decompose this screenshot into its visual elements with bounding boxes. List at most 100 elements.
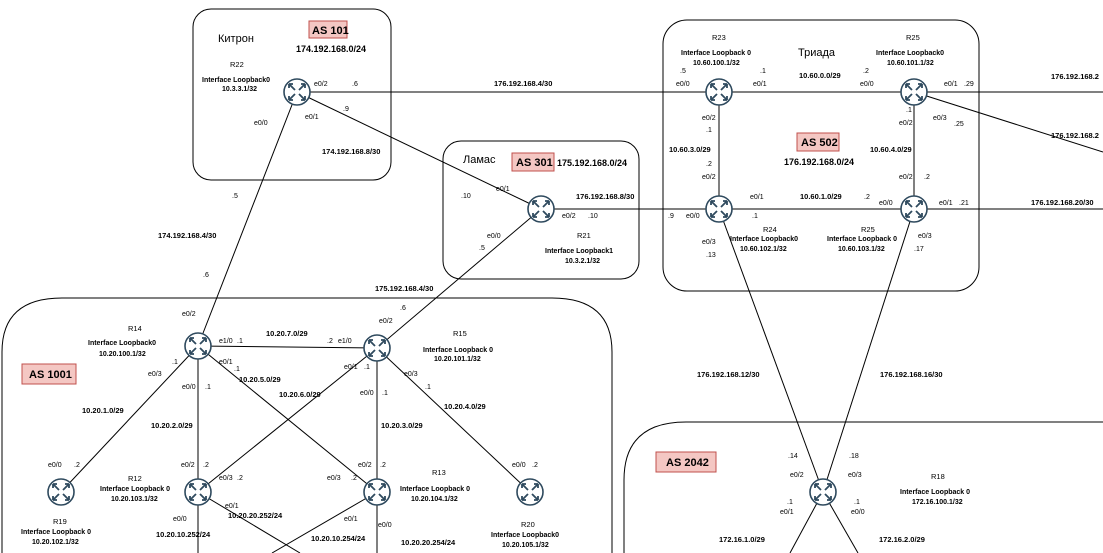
svg-text:e0/2: e0/2: [702, 115, 716, 122]
svg-text:10.20.100.1/32: 10.20.100.1/32: [99, 351, 146, 358]
svg-text:e0/1: e0/1: [305, 114, 319, 121]
svg-text:.2: .2: [237, 475, 243, 482]
router-r18-label: R18 Interface Loopback 0 172.16.100.1/32: [900, 472, 970, 506]
router-r12-icon: [184, 478, 212, 506]
svg-text:10.20.101.1/32: 10.20.101.1/32: [434, 356, 481, 363]
svg-text:e0/0: e0/0: [487, 233, 501, 240]
router-r15-label: R15 Interface Loopback 0 10.20.101.1/32: [423, 329, 493, 363]
svg-text:e0/2: e0/2: [182, 311, 196, 318]
svg-text:e0/3: e0/3: [702, 239, 716, 246]
lamas-label: Ламас: [463, 154, 496, 166]
svg-text:10.60.1.0/29: 10.60.1.0/29: [800, 192, 842, 201]
svg-text:e0/1: e0/1: [344, 364, 358, 371]
svg-text:10.20.20.254/24: 10.20.20.254/24: [401, 538, 456, 547]
svg-text:.2: .2: [74, 462, 80, 469]
svg-text:Interface Loopback 0: Interface Loopback 0: [100, 486, 170, 493]
svg-text:e0/2: e0/2: [379, 318, 393, 325]
svg-text:10.60.3.0/29: 10.60.3.0/29: [669, 145, 711, 154]
triada-label: Триада: [798, 47, 836, 59]
svg-text:10.20.10.254/24: 10.20.10.254/24: [311, 534, 366, 543]
svg-text:10.3.2.1/32: 10.3.2.1/32: [565, 258, 600, 265]
router-r14-label: R14 Interface Loopback0 10.20.100.1/32: [88, 324, 156, 358]
svg-text:e0/0: e0/0: [512, 462, 526, 469]
svg-text:e0/1: e0/1: [496, 186, 510, 193]
router-r13-icon: [363, 478, 391, 506]
svg-text:Interface Loopback 0: Interface Loopback 0: [21, 529, 91, 536]
svg-text:10.60.100.1/32: 10.60.100.1/32: [693, 60, 740, 67]
svg-text:176.192.168.2: 176.192.168.2: [1051, 72, 1099, 81]
svg-text:10.3.3.1/32: 10.3.3.1/32: [222, 86, 257, 93]
svg-text:.9: .9: [668, 213, 674, 220]
svg-text:R20: R20: [521, 520, 535, 529]
svg-text:R21: R21: [577, 231, 591, 240]
svg-text:.5: .5: [479, 245, 485, 252]
svg-text:10.60.103.1/32: 10.60.103.1/32: [838, 246, 885, 253]
svg-text:.1: .1: [854, 499, 860, 506]
as502-network: 176.192.168.0/24: [784, 157, 854, 167]
svg-text:e0/0: e0/0: [860, 81, 874, 88]
router-r21-icon: [527, 195, 555, 223]
svg-text:176.192.168.2: 176.192.168.2: [1051, 131, 1099, 140]
svg-text:.5: .5: [232, 193, 238, 200]
as301-boundary: [442, 140, 640, 280]
svg-text:e1/0: e1/0: [219, 338, 233, 345]
router-r19-icon: [47, 478, 75, 506]
svg-text:.1: .1: [382, 390, 388, 397]
svg-text:Interface Loopback 0: Interface Loopback 0: [423, 347, 493, 354]
svg-text:.25: .25: [954, 121, 964, 128]
svg-text:.1: .1: [760, 68, 766, 75]
router-r18-icon: [809, 478, 837, 506]
as1001-label: AS 1001: [29, 369, 72, 381]
svg-text:e0/1: e0/1: [225, 503, 239, 510]
svg-text:176.192.168.12/30: 176.192.168.12/30: [697, 370, 760, 379]
svg-text:10.20.103.1/32: 10.20.103.1/32: [111, 496, 158, 503]
svg-text:e0/2: e0/2: [790, 472, 804, 479]
svg-text:10.60.102.1/32: 10.60.102.1/32: [740, 246, 787, 253]
svg-text:Interface Loopback0: Interface Loopback0: [491, 532, 559, 539]
svg-text:e0/3: e0/3: [848, 472, 862, 479]
svg-text:e0/0: e0/0: [879, 200, 893, 207]
svg-text:.6: .6: [400, 305, 406, 312]
as101-label: AS 101: [312, 25, 349, 37]
svg-text:e0/2: e0/2: [899, 174, 913, 181]
router-r23-icon: [705, 78, 733, 106]
as101-boundary: [192, 8, 392, 181]
svg-text:.1: .1: [364, 364, 370, 371]
svg-text:10.20.4.0/29: 10.20.4.0/29: [444, 402, 486, 411]
as101-network: 174.192.168.0/24: [296, 44, 366, 54]
svg-text:10.20.10.252/24: 10.20.10.252/24: [156, 530, 211, 539]
kitron-label: Китрон: [218, 33, 254, 45]
svg-text:e0/1: e0/1: [344, 516, 358, 523]
svg-text:.10: .10: [461, 193, 471, 200]
svg-text:e0/1: e0/1: [939, 200, 953, 207]
as1001-boundary: [1, 297, 613, 553]
as2042-label: AS 2042: [666, 457, 709, 469]
svg-text:10.20.7.0/29: 10.20.7.0/29: [266, 329, 308, 338]
router-r14-icon: [184, 332, 212, 360]
svg-text:R18: R18: [931, 472, 945, 481]
svg-text:.2: .2: [706, 161, 712, 168]
svg-text:R25: R25: [861, 225, 875, 234]
svg-text:10.60.0.0/29: 10.60.0.0/29: [799, 71, 841, 80]
svg-text:.13: .13: [706, 252, 716, 259]
svg-text:174.192.168.4/30: 174.192.168.4/30: [158, 231, 216, 240]
subnet-labels: 176.192.168.4/30 174.192.168.8/30 174.19…: [82, 71, 1099, 547]
svg-text:.1: .1: [906, 107, 912, 114]
svg-text:Interface Loopback 0: Interface Loopback 0: [400, 486, 470, 493]
svg-text:e0/1: e0/1: [944, 81, 958, 88]
svg-text:e0/2: e0/2: [702, 174, 716, 181]
as2042-badge: [655, 451, 717, 473]
svg-text:R24: R24: [763, 225, 777, 234]
svg-text:.10: .10: [588, 213, 598, 220]
svg-text:10.20.104.1/32: 10.20.104.1/32: [411, 496, 458, 503]
router-r25-bottom-icon: [900, 195, 928, 223]
svg-text:.1: .1: [425, 384, 431, 391]
svg-text:.2: .2: [863, 68, 869, 75]
svg-text:e0/2: e0/2: [314, 81, 328, 88]
svg-text:e0/0: e0/0: [254, 120, 268, 127]
as301-network: 175.192.168.0/24: [557, 158, 627, 168]
svg-text:.6: .6: [203, 272, 209, 279]
svg-text:10.20.105.1/32: 10.20.105.1/32: [502, 542, 549, 549]
router-r22-label: R22 Interface Loopback0 10.3.3.1/32: [202, 60, 270, 93]
